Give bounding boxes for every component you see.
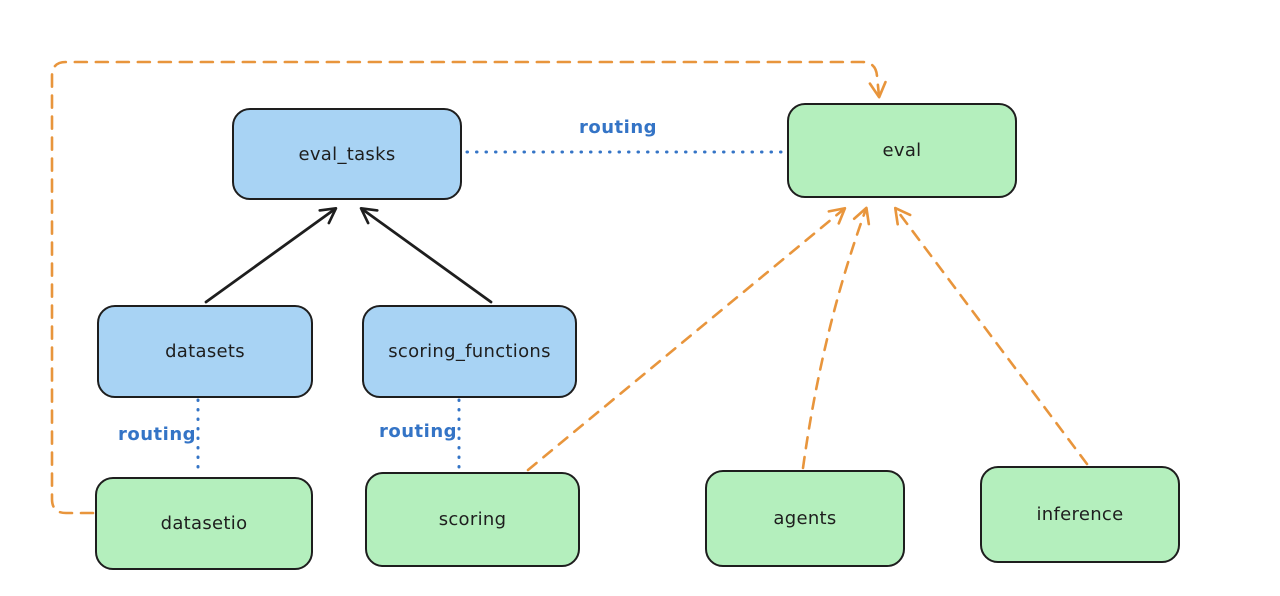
node-eval-tasks-label: eval_tasks bbox=[298, 143, 396, 165]
node-agents: agents bbox=[705, 470, 905, 567]
edge-agents-to-eval bbox=[801, 206, 871, 470]
node-datasetio-label: datasetio bbox=[160, 513, 248, 534]
edge-scoring-functions-to-eval-tasks bbox=[359, 206, 493, 304]
node-inference: inference bbox=[980, 466, 1180, 563]
node-agents-label: agents bbox=[773, 508, 837, 529]
edge-datasets-to-eval-tasks bbox=[204, 206, 338, 304]
node-inference-label: inference bbox=[1036, 504, 1124, 525]
node-datasets-label: datasets bbox=[165, 341, 245, 362]
routing-label-scoring-functions-scoring: routing bbox=[379, 421, 458, 442]
node-datasetio: datasetio bbox=[95, 477, 313, 570]
node-scoring-functions: scoring_functions bbox=[362, 305, 577, 398]
node-eval-label: eval bbox=[882, 140, 922, 161]
node-scoring-label: scoring bbox=[438, 509, 507, 530]
node-datasets: datasets bbox=[97, 305, 313, 398]
routing-label-datasets-datasetio: routing bbox=[118, 424, 197, 445]
node-eval: eval bbox=[787, 103, 1017, 198]
node-scoring: scoring bbox=[365, 472, 580, 567]
node-eval-tasks: eval_tasks bbox=[232, 108, 462, 200]
node-scoring-functions-label: scoring_functions bbox=[388, 341, 551, 362]
edge-datasetio-to-eval-loop bbox=[50, 60, 887, 515]
edge-scoring-to-eval bbox=[526, 206, 847, 472]
routing-label-eval-tasks-eval: routing bbox=[579, 117, 658, 138]
edge-inference-to-eval bbox=[893, 206, 1089, 466]
